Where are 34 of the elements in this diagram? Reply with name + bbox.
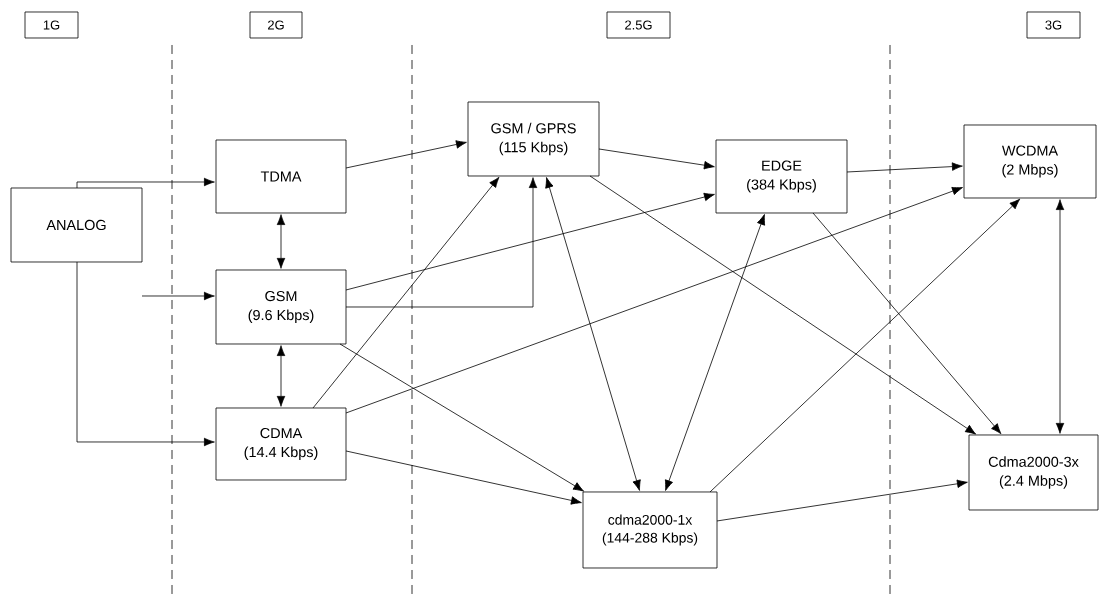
- technology-box: TDMA: [215, 139, 347, 214]
- arrow: [545, 177, 641, 491]
- arrow: [716, 479, 968, 522]
- generation-box: 2G: [249, 11, 303, 39]
- arrow: [812, 212, 1002, 435]
- technology-box: CDMA (14.4 Kbps): [215, 407, 347, 481]
- arrow: [1055, 199, 1065, 434]
- technology-box: Cdma2000-3x (2.4 Mbps): [968, 434, 1099, 511]
- technology-box: EDGE (384 Kbps): [715, 139, 848, 214]
- technology-box: WCDMA (2 Mbps): [963, 124, 1097, 199]
- generation-box: 3G: [1026, 11, 1081, 39]
- arrow: [598, 148, 715, 170]
- arrow: [345, 177, 538, 308]
- generation-box: 1G: [24, 11, 79, 39]
- arrow: [345, 192, 715, 291]
- arrow: [339, 343, 584, 492]
- arrow: [141, 291, 215, 301]
- arrow: [276, 345, 286, 407]
- arrow: [76, 261, 215, 447]
- arrow: [345, 140, 467, 169]
- technology-box: cdma2000-1x (144-288 Kbps): [582, 491, 718, 569]
- arrow: [312, 176, 500, 409]
- technology-box: GSM (9.6 Kbps): [215, 269, 347, 345]
- arrow: [709, 198, 1021, 493]
- generation-box: 2.5G: [606, 11, 671, 39]
- technology-box: ANALOG: [10, 187, 143, 263]
- arrow: [589, 175, 977, 435]
- arrow: [664, 214, 766, 491]
- arrow: [276, 214, 286, 269]
- technology-box: GSM / GPRS (115 Kbps): [467, 101, 600, 177]
- arrow: [76, 177, 215, 189]
- arrow: [345, 450, 582, 505]
- arrow: [846, 162, 963, 173]
- arrow: [345, 187, 963, 414]
